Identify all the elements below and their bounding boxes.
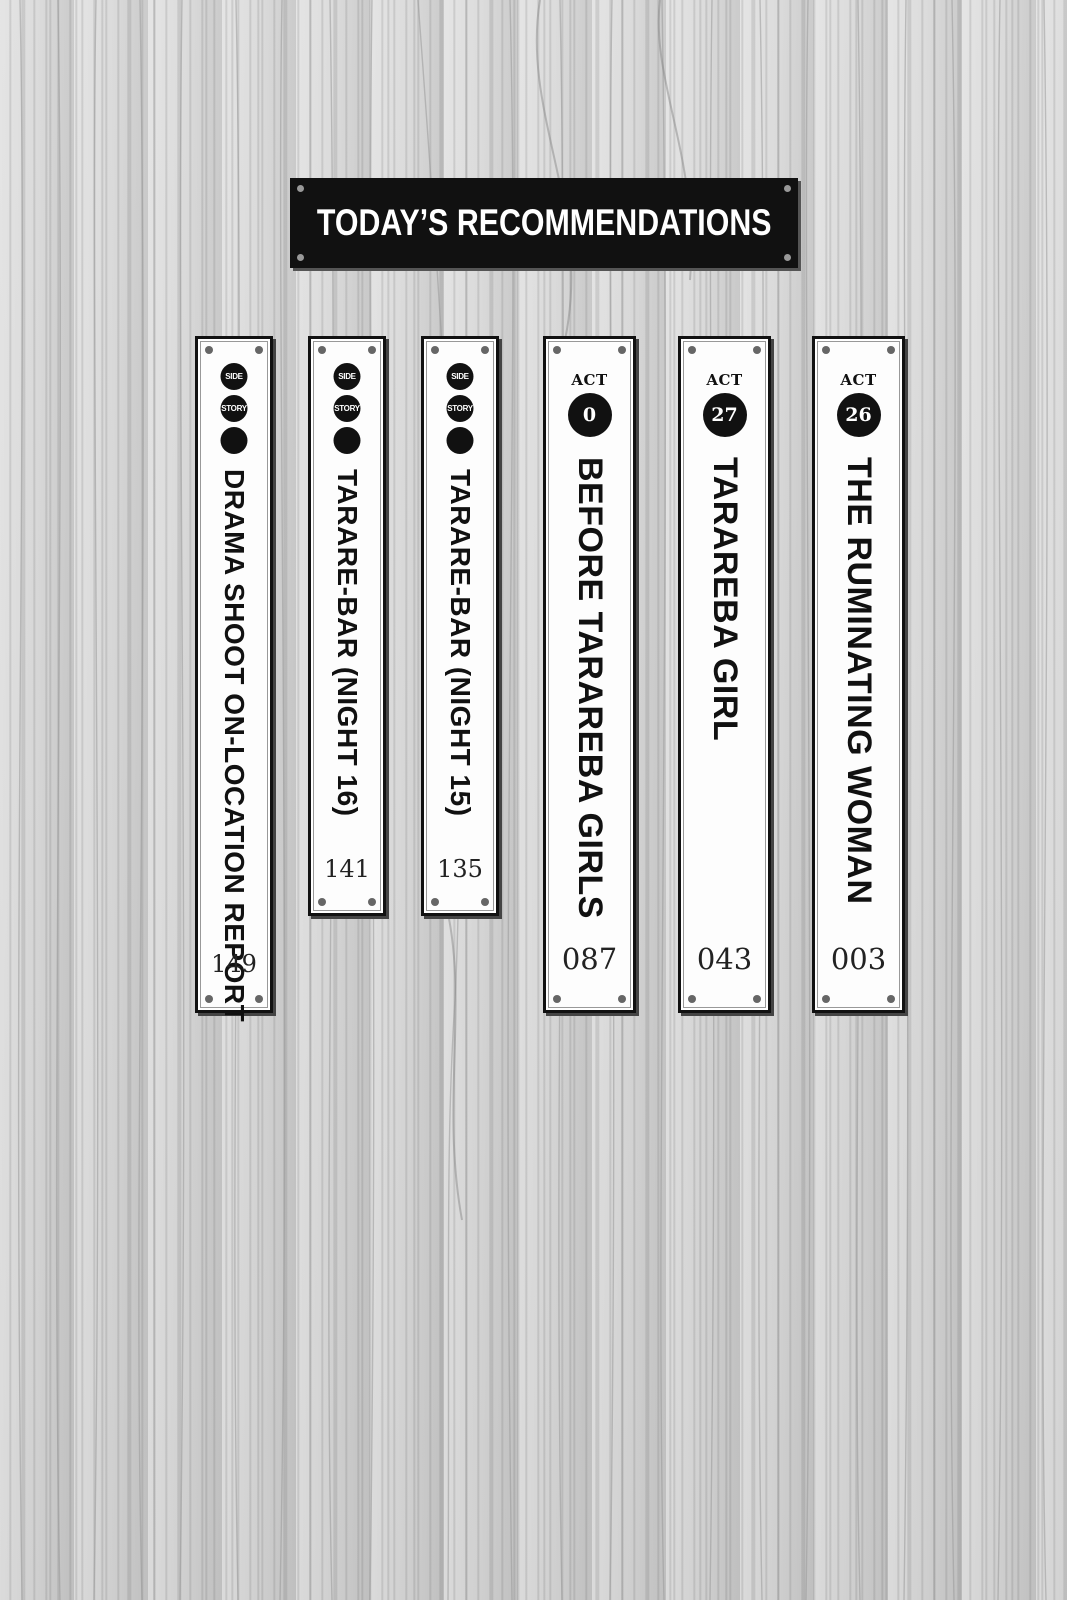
rivet-icon bbox=[887, 346, 895, 354]
act-number: 27 bbox=[702, 393, 747, 437]
chapter-plaque-night-15[interactable]: SIDE STORY TARARE-BAR (NIGHT 15) 135 bbox=[421, 336, 499, 916]
rivet-icon bbox=[618, 995, 626, 1003]
act-number: 0 bbox=[567, 393, 612, 437]
act-badge: ACT 27 bbox=[702, 371, 747, 437]
side-badge-label: SIDE bbox=[220, 363, 248, 390]
rivet-icon bbox=[431, 898, 439, 906]
page-number: 135 bbox=[437, 855, 483, 883]
page-title: TODAY’S RECOMMENDATIONS bbox=[316, 202, 772, 243]
rivet-icon bbox=[255, 995, 263, 1003]
act-label: ACT bbox=[571, 371, 608, 389]
rivet-icon bbox=[431, 346, 439, 354]
rivet-icon bbox=[822, 346, 830, 354]
chapter-title: TARARE-BAR (NIGHT 15) bbox=[445, 469, 476, 817]
chapter-title: TARAREBA GIRL bbox=[706, 457, 744, 742]
chapter-title: TARARE-BAR (NIGHT 16) bbox=[332, 469, 363, 817]
act-number: 26 bbox=[836, 393, 881, 437]
rivet-icon bbox=[553, 346, 561, 354]
rivet-icon bbox=[688, 995, 696, 1003]
page-number: 141 bbox=[324, 855, 370, 883]
rivet-icon bbox=[688, 346, 696, 354]
rivet-icon bbox=[205, 346, 213, 354]
rivet-icon bbox=[481, 346, 489, 354]
page-number: 149 bbox=[211, 950, 257, 978]
bullet-dot-icon bbox=[220, 427, 248, 454]
act-label: ACT bbox=[706, 371, 743, 389]
chapter-plaque-act-27[interactable]: ACT 27 TARAREBA GIRL 043 bbox=[678, 336, 771, 1013]
chapter-plaque-night-16[interactable]: SIDE STORY TARARE-BAR (NIGHT 16) 141 bbox=[308, 336, 386, 916]
story-badge-label: STORY bbox=[220, 395, 248, 422]
chapter-plaque-act-0[interactable]: ACT 0 BEFORE TARAREBA GIRLS 087 bbox=[543, 336, 636, 1013]
page-number: 043 bbox=[696, 942, 753, 976]
page-number: 003 bbox=[830, 942, 887, 976]
rivet-icon bbox=[368, 346, 376, 354]
act-badge: ACT 26 bbox=[836, 371, 881, 437]
chapter-title: DRAMA SHOOT ON-LOCATION REPORT bbox=[219, 469, 250, 1023]
rivet-icon bbox=[618, 346, 626, 354]
page-number: 087 bbox=[561, 942, 618, 976]
story-badge-label: STORY bbox=[446, 395, 474, 422]
side-story-badge: SIDE STORY bbox=[333, 363, 361, 454]
header-sign: TODAY’S RECOMMENDATIONS bbox=[290, 178, 798, 268]
rivet-icon bbox=[297, 185, 304, 192]
rivet-icon bbox=[822, 995, 830, 1003]
rivet-icon bbox=[553, 995, 561, 1003]
rivet-icon bbox=[297, 254, 304, 261]
side-story-badge: SIDE STORY bbox=[220, 363, 248, 454]
rivet-icon bbox=[753, 995, 761, 1003]
chapter-title: THE RUMINATING WOMAN bbox=[840, 457, 878, 905]
rivet-icon bbox=[753, 346, 761, 354]
side-badge-label: SIDE bbox=[446, 363, 474, 390]
chapter-title: BEFORE TARAREBA GIRLS bbox=[571, 457, 609, 919]
side-story-badge: SIDE STORY bbox=[446, 363, 474, 454]
side-badge-label: SIDE bbox=[333, 363, 361, 390]
act-badge: ACT 0 bbox=[567, 371, 612, 437]
rivet-icon bbox=[318, 898, 326, 906]
rivet-icon bbox=[368, 898, 376, 906]
rivet-icon bbox=[887, 995, 895, 1003]
chapter-plaque-act-26[interactable]: ACT 26 THE RUMINATING WOMAN 003 bbox=[812, 336, 905, 1013]
act-label: ACT bbox=[840, 371, 877, 389]
rivet-icon bbox=[255, 346, 263, 354]
story-badge-label: STORY bbox=[333, 395, 361, 422]
rivet-icon bbox=[784, 254, 791, 261]
bullet-dot-icon bbox=[446, 427, 474, 454]
bullet-dot-icon bbox=[333, 427, 361, 454]
rivet-icon bbox=[318, 346, 326, 354]
rivet-icon bbox=[205, 995, 213, 1003]
chapter-plaque-drama-shoot[interactable]: SIDE STORY DRAMA SHOOT ON-LOCATION REPOR… bbox=[195, 336, 273, 1022]
rivet-icon bbox=[784, 185, 791, 192]
rivet-icon bbox=[481, 898, 489, 906]
